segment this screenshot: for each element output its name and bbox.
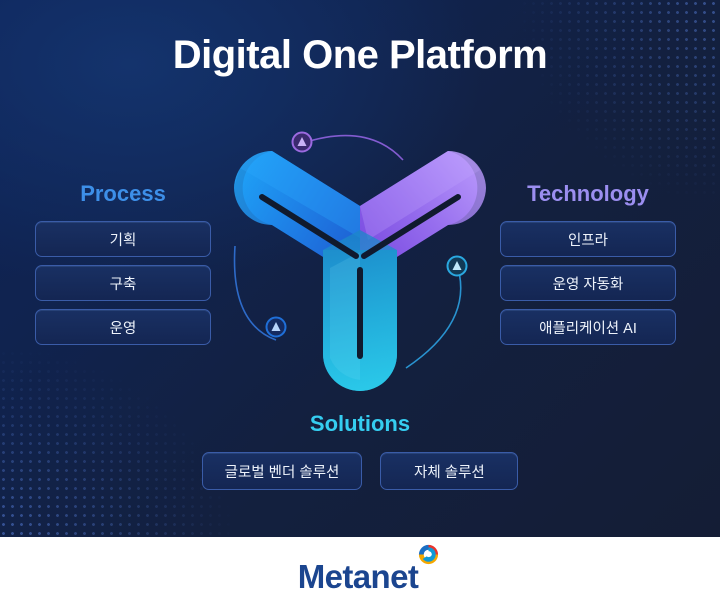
dark-panel: Digital One Platform bbox=[0, 0, 720, 537]
process-item-build[interactable]: 구축 bbox=[35, 265, 211, 302]
process-column: Process 기획 구축 운영 bbox=[35, 181, 211, 346]
metanet-swirl-icon bbox=[417, 543, 440, 566]
solutions-item-global-vendor[interactable]: 글로벌 벤더 솔루션 bbox=[201, 452, 363, 491]
footer-bar: Metanet bbox=[0, 537, 720, 615]
orbit-marker-process bbox=[265, 316, 287, 338]
platform-logo bbox=[228, 118, 492, 408]
technology-column: Technology 인프라 운영 자동화 애플리케이션 AI bbox=[500, 181, 676, 346]
process-item-operate[interactable]: 운영 bbox=[35, 309, 211, 346]
brand-name: Metanet bbox=[297, 557, 419, 595]
technology-item-automation[interactable]: 운영 자동화 bbox=[500, 265, 676, 302]
orbit-arcs bbox=[233, 134, 462, 369]
solutions-item-own[interactable]: 자체 솔루션 bbox=[380, 452, 519, 491]
logo-seams bbox=[259, 194, 461, 359]
process-item-planning[interactable]: 기획 bbox=[35, 221, 211, 258]
brand-logo: Metanet bbox=[297, 544, 439, 595]
technology-item-application-ai[interactable]: 애플리케이션 AI bbox=[500, 309, 676, 346]
page-title: Digital One Platform bbox=[172, 33, 548, 77]
orbit-marker-solutions bbox=[446, 255, 468, 277]
technology-heading: Technology bbox=[527, 181, 649, 206]
technology-item-infra[interactable]: 인프라 bbox=[500, 221, 676, 258]
orbit-marker-technology bbox=[291, 131, 313, 153]
solutions-column: Solutions 글로벌 벤더 솔루션 자체 솔루션 bbox=[0, 411, 720, 491]
solutions-row: 글로벌 벤더 솔루션 자체 솔루션 bbox=[0, 452, 720, 491]
process-heading: Process bbox=[80, 181, 166, 206]
solutions-heading: Solutions bbox=[309, 411, 411, 436]
